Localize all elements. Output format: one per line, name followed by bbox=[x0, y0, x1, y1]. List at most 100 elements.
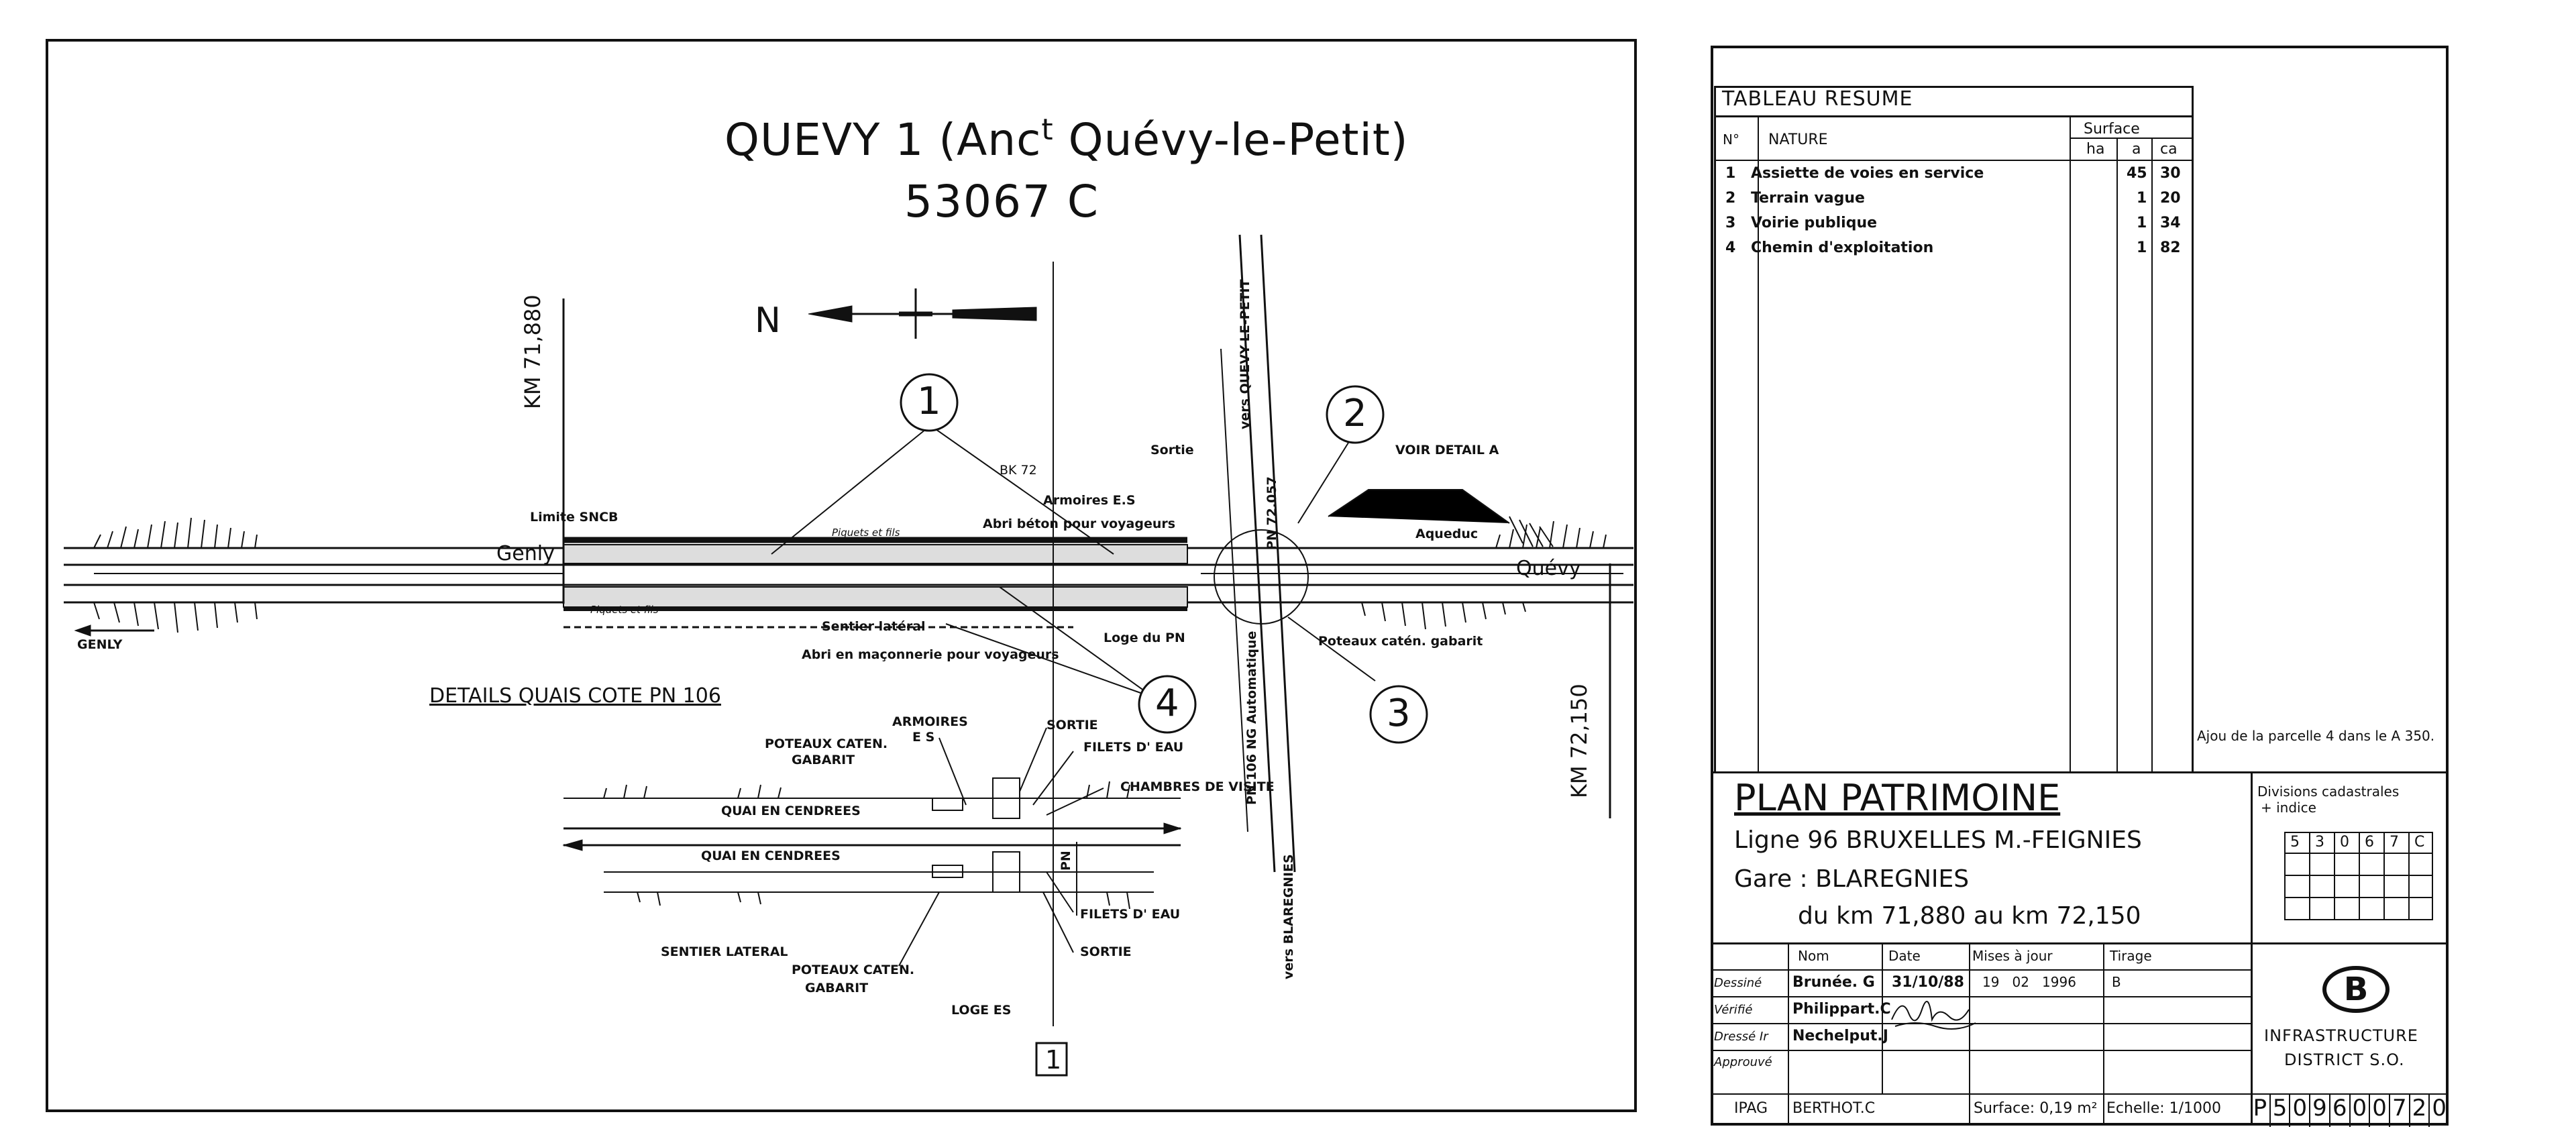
tableau-note: Ajou de la parcelle 4 dans le A 350. bbox=[2197, 728, 2435, 744]
circle-4 bbox=[1138, 675, 1197, 734]
details-quais-diagram bbox=[562, 727, 1182, 1077]
sncb-logo-letter: B bbox=[2343, 971, 2369, 1008]
title-block-frame bbox=[1711, 46, 2449, 1126]
ref-cell: 0 bbox=[2290, 1095, 2311, 1127]
row-dresse-label: Dressé Ir bbox=[1714, 1030, 1768, 1044]
details-gabarit: GABARIT bbox=[792, 753, 855, 767]
head-nom: Nom bbox=[1798, 948, 1829, 964]
details-poteaux-caten2: POTEAUX CATEN. bbox=[792, 963, 915, 977]
details-sortie-bottom: SORTIE bbox=[1080, 944, 1132, 959]
label-abri-beton: Abri béton pour voyageurs bbox=[983, 517, 1176, 531]
label-sentier-lateral: Sentier latéral bbox=[822, 619, 926, 634]
div-cadastrales-grid bbox=[2284, 832, 2433, 920]
infra-label: INFRASTRUCTURE bbox=[2264, 1026, 2418, 1045]
row-2-a: 1 bbox=[2137, 190, 2147, 207]
reference-number: P 5 0 9 6 0 0 7 2 0 bbox=[2251, 1093, 2449, 1127]
sig-rule-v4 bbox=[2103, 942, 2104, 1126]
div-cell: C bbox=[2414, 834, 2425, 851]
label-genly: GENLY bbox=[77, 637, 123, 652]
sig-rule-h3 bbox=[1711, 1023, 2251, 1024]
label-bk72: BK 72 bbox=[1000, 463, 1037, 478]
details-filets-top: FILETS D' EAU bbox=[1083, 740, 1184, 755]
row-1-ca: 30 bbox=[2160, 165, 2181, 182]
cartouche-rule-top bbox=[1711, 771, 2449, 773]
tableau-col-nature: NATURE bbox=[1768, 131, 1828, 148]
sig-rule-h2 bbox=[1711, 996, 2251, 997]
tableau-col-n: N° bbox=[1723, 131, 1739, 148]
sig-rule-v2 bbox=[1882, 942, 1883, 1093]
div-cell: 5 bbox=[2290, 834, 2300, 851]
genly-arrow-icon bbox=[74, 624, 154, 637]
circle-label-4: 4 bbox=[1155, 682, 1179, 725]
km-markers bbox=[562, 298, 1611, 818]
row-verifie-label: Vérifié bbox=[1714, 1003, 1753, 1017]
drawing-frame bbox=[46, 39, 1637, 1112]
mise-a-jour-date: 19 02 1996 bbox=[1982, 974, 2076, 990]
tableau-header-rule-a bbox=[2070, 138, 2194, 139]
tableau-col-rule-1 bbox=[2070, 115, 2071, 773]
row-4-a: 1 bbox=[2137, 239, 2147, 256]
main-tracks bbox=[64, 537, 1633, 629]
sncb-logo-icon: B bbox=[2322, 966, 2390, 1013]
track-plan-diagram bbox=[64, 234, 1633, 1077]
surface-value: Surface: 0,19 m² bbox=[1974, 1100, 2098, 1117]
details-sortie-top: SORTIE bbox=[1046, 718, 1098, 732]
label-vers-blaregnies: vers BLAREGNIES bbox=[1281, 854, 1296, 979]
row-3-ca: 34 bbox=[2160, 215, 2181, 231]
circle-label-2: 2 bbox=[1343, 392, 1367, 435]
row-1-a: 45 bbox=[2127, 165, 2147, 182]
date-dessine: 31/10/88 bbox=[1892, 974, 1964, 991]
tableau-col-surface: Surface bbox=[2084, 121, 2140, 138]
row-1-n: 1 bbox=[1725, 165, 1736, 182]
tirage-value: B bbox=[2112, 974, 2121, 990]
circle-label-1: 1 bbox=[917, 380, 941, 423]
label-poteaux-caten: Poteaux catén. gabarit bbox=[1318, 634, 1483, 649]
circle-3 bbox=[1369, 685, 1428, 744]
details-filets-bottom: FILETS D' EAU bbox=[1080, 907, 1181, 922]
label-quevy-track: Quévy bbox=[1516, 557, 1581, 580]
label-piquets-bottom: Piquets et fils bbox=[590, 604, 659, 616]
tableau-title-rule bbox=[1714, 115, 2194, 117]
tableau-title: TABLEAU RESUME bbox=[1722, 87, 1913, 111]
label-armoires-es: Armoires E.S bbox=[1043, 493, 1136, 508]
row-2-n: 2 bbox=[1725, 190, 1736, 207]
row-4-ca: 82 bbox=[2160, 239, 2181, 256]
tableau-resume bbox=[1714, 86, 2194, 773]
sig-rule-v1 bbox=[1788, 942, 1789, 1126]
tableau-col-ca: ca bbox=[2160, 141, 2178, 158]
sig-rule-h4 bbox=[1711, 1050, 2251, 1051]
label-voir-detail-a: VOIR DETAIL A bbox=[1395, 443, 1499, 457]
ref-cell: 0 bbox=[2370, 1095, 2390, 1127]
details-sentier: SENTIER LATERAL bbox=[661, 944, 788, 959]
div-cell: 0 bbox=[2340, 834, 2349, 851]
div-cadastrales-title: Divisions cadastrales bbox=[2257, 783, 2400, 800]
details-chambres: CHAMBRES DE VISITE bbox=[1120, 779, 1275, 794]
details-pn-mark: PN bbox=[1059, 851, 1073, 871]
plan-ligne: Ligne 96 BRUXELLES M.-FEIGNIES bbox=[1734, 826, 2142, 854]
row-3-n: 3 bbox=[1725, 215, 1736, 231]
ref-cell: 7 bbox=[2390, 1095, 2410, 1127]
label-loge-pn: Loge du PN bbox=[1104, 631, 1185, 645]
ref-cell: 5 bbox=[2271, 1095, 2291, 1127]
details-poteaux-caten: POTEAUX CATEN. bbox=[765, 737, 888, 751]
ref-cell: P bbox=[2251, 1095, 2271, 1127]
div-cell: 3 bbox=[2315, 834, 2324, 851]
tableau-col-rule-3 bbox=[2151, 138, 2153, 773]
details-armoires: ARMOIRES bbox=[892, 714, 968, 729]
head-mises: Mises à jour bbox=[1972, 948, 2053, 964]
label-limite-sncb: Limite SNCB bbox=[530, 510, 619, 525]
div-cell: 6 bbox=[2365, 834, 2374, 851]
val-dresse: Nechelput.J bbox=[1792, 1028, 1888, 1044]
row-4-nature: Chemin d'exploitation bbox=[1751, 239, 1934, 256]
north-arrow-icon bbox=[808, 288, 1037, 339]
head-date: Date bbox=[1888, 948, 1921, 964]
row-3-a: 1 bbox=[2137, 215, 2147, 231]
ref-cell: 9 bbox=[2310, 1095, 2330, 1127]
label-abri-maconnerie: Abri en maçonnerie pour voyageurs bbox=[802, 647, 1059, 662]
label-genly-track: Genly bbox=[496, 542, 555, 565]
tableau-col-rule-nature bbox=[1758, 115, 1759, 773]
details-armoires-es: E S bbox=[912, 730, 935, 745]
row-approuve-label: Approuvé bbox=[1714, 1055, 1772, 1069]
sig-rule-h1 bbox=[1711, 969, 2251, 971]
tableau-header-rule-b bbox=[1714, 160, 2194, 161]
